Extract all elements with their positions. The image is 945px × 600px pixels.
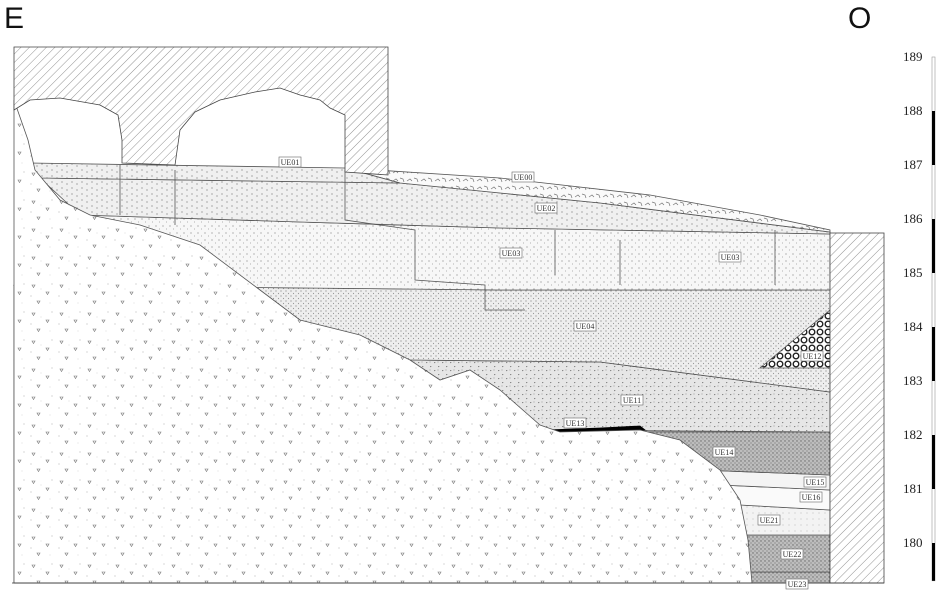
svg-text:UE15: UE15 xyxy=(806,478,825,487)
scale-tick-label: 187 xyxy=(903,157,923,172)
bedrock xyxy=(13,99,753,584)
unit-label-ue03: UE03 xyxy=(499,247,523,259)
scale-tick-label: 186 xyxy=(903,211,923,226)
scale-segment xyxy=(932,111,935,165)
svg-text:UE03: UE03 xyxy=(721,253,740,262)
unit-label-ue23: UE23 xyxy=(785,578,809,590)
scale-tick-label: 181 xyxy=(903,481,923,496)
unit-label-ue01: UE01 xyxy=(278,156,302,168)
unit-label-ue11: UE11 xyxy=(620,394,644,406)
orientation-east: E xyxy=(4,2,25,35)
svg-text:UE11: UE11 xyxy=(623,396,641,405)
unit-label-ue16: UE16 xyxy=(799,491,823,503)
unit-label-ue22: UE22 xyxy=(780,548,804,560)
unit-label-ue13: UE13 xyxy=(563,417,587,429)
svg-text:UE23: UE23 xyxy=(788,580,807,589)
svg-text:UE04: UE04 xyxy=(576,322,595,331)
elevation-scale: 189 188 187 186 185 184 183 182 181 180 xyxy=(903,49,936,582)
svg-text:UE14: UE14 xyxy=(715,448,734,457)
scale-segment xyxy=(932,543,935,581)
unit-label-ue00: UE00 xyxy=(511,171,535,183)
svg-text:UE13: UE13 xyxy=(566,419,585,428)
scale-segment xyxy=(932,435,935,489)
scale-segment xyxy=(932,219,935,273)
scale-tick-label: 188 xyxy=(903,103,923,118)
unit-label-ue02: UE02 xyxy=(534,202,558,214)
scale-tick-label: 182 xyxy=(903,427,923,442)
svg-text:UE03: UE03 xyxy=(502,249,521,258)
unit-label-ue15: UE15 xyxy=(803,476,827,488)
svg-text:UE12: UE12 xyxy=(803,352,822,361)
orientation-west: O xyxy=(848,2,872,35)
unit-label-ue03: UE03 xyxy=(718,251,742,263)
svg-text:UE22: UE22 xyxy=(783,550,802,559)
scale-segment xyxy=(932,327,935,381)
unit-label-ue04: UE04 xyxy=(573,320,597,332)
wall-outline xyxy=(119,165,776,311)
layer-ue00 xyxy=(344,167,831,233)
scale-tick-label: 183 xyxy=(903,373,923,388)
building-masonry xyxy=(13,46,389,176)
scale-tick-label: 184 xyxy=(903,319,923,334)
scale-tick-label: 180 xyxy=(903,535,923,550)
unit-label-ue12: UE12 xyxy=(800,350,824,362)
svg-text:UE02: UE02 xyxy=(537,204,556,213)
scale-tick-label: 185 xyxy=(903,265,923,280)
svg-text:UE00: UE00 xyxy=(514,173,533,182)
unit-label-ue14: UE14 xyxy=(712,446,736,458)
scale-tick-label: 189 xyxy=(903,49,923,64)
svg-text:UE21: UE21 xyxy=(760,516,779,525)
svg-text:UE16: UE16 xyxy=(802,493,821,502)
svg-text:UE01: UE01 xyxy=(281,158,300,167)
right-wall xyxy=(829,232,885,584)
unit-label-ue21: UE21 xyxy=(757,514,781,526)
